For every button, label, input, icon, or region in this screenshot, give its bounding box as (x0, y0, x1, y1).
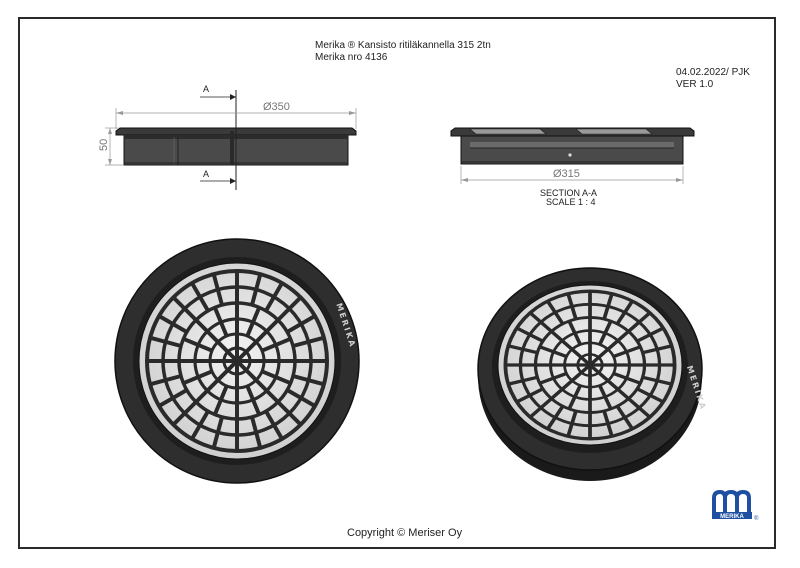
height-50-label: 50 (98, 139, 110, 151)
section-view: Ø315 SECTION A-A SCALE 1 : 4 (450, 127, 695, 207)
side-view: A A Ø350 50 (98, 84, 357, 190)
version-label: VER 1.0 (676, 79, 714, 90)
diameter-350-label: Ø350 (263, 101, 290, 113)
logo-text: MERIKA (720, 514, 744, 520)
scale-label: SCALE 1 : 4 (546, 197, 596, 207)
drawing-frame (18, 17, 776, 549)
section-title: SECTION A-A (540, 188, 597, 198)
date-author: 04.02.2022/ PJK (676, 67, 750, 78)
diameter-315-label: Ø315 (553, 168, 580, 180)
section-mark-top: A (203, 84, 209, 94)
drawing-title: Merika ® Kansisto ritiläkannella 315 2tn (315, 40, 491, 51)
isometric-view-grate: MERIKA (477, 267, 708, 481)
section-mark-bottom: A (203, 169, 209, 179)
top-view-grate: MERIKA (114, 238, 360, 484)
copyright: Copyright © Meriser Oy (347, 527, 463, 539)
merika-logo: MERIKA ® (712, 489, 759, 522)
logo-registered: ® (754, 515, 759, 522)
product-number: Merika nro 4136 (315, 52, 388, 63)
